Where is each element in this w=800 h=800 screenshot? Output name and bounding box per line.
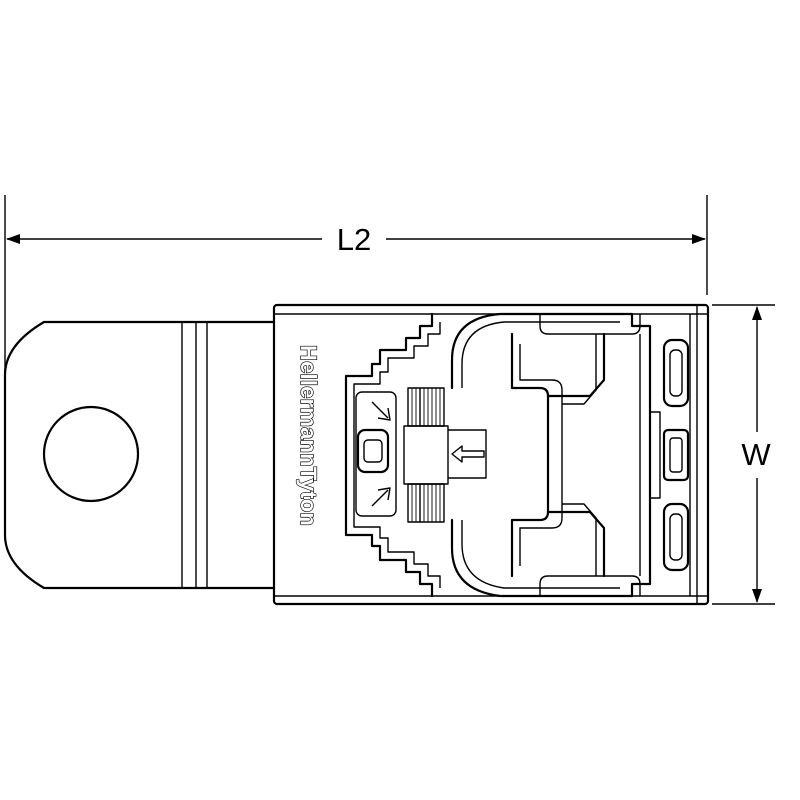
- housing-stepped-inner: [353, 322, 441, 588]
- body-outline: [272, 303, 710, 606]
- center-spine: [403, 425, 449, 485]
- dimension-label-length: L2: [337, 222, 371, 257]
- slot-middle: [662, 428, 690, 482]
- dimension-length: L2: [4, 195, 708, 395]
- slot-lower: [662, 502, 690, 572]
- clamp-pad-top-right: [546, 332, 606, 398]
- ridge-top: [539, 314, 641, 335]
- clamp-pad-left-inner: [519, 344, 563, 566]
- clamp-pad-bottom-right-inner: [562, 503, 597, 576]
- clamp-arm-lower-inner: [461, 520, 620, 589]
- clamp-pad-bottom-right: [546, 510, 606, 578]
- housing-stepped-outline: [344, 312, 434, 598]
- clamp-arm-lower: [450, 518, 634, 598]
- release-button: [356, 428, 390, 474]
- release-button-inset: [363, 439, 383, 463]
- slot-lower-inner: [669, 513, 683, 561]
- slot-upper: [662, 338, 690, 408]
- clamp-arm-upper-inner: [461, 321, 620, 388]
- end-frame-notch: [650, 411, 661, 499]
- mounting-tab: [3, 320, 276, 590]
- clip-body: HellermannTyton: [272, 303, 710, 606]
- end-frame: [630, 312, 652, 598]
- center-tongue: [448, 429, 487, 479]
- direction-arrow-icon: [451, 445, 485, 463]
- mounting-hole: [42, 405, 140, 503]
- snap-arrow-lower-icon: [371, 487, 391, 507]
- tab-outline: [3, 320, 276, 590]
- ridge-bottom: [539, 575, 641, 596]
- brand-text: HellermannTyton: [296, 345, 321, 526]
- clamp-pad-left: [510, 332, 550, 578]
- inner-frame: [355, 391, 397, 517]
- dimension-width: W: [712, 304, 775, 605]
- snap-arrow-upper-icon: [371, 401, 391, 421]
- slot-middle-inner: [669, 437, 683, 473]
- clamp-pad-top-right-inner: [562, 334, 597, 405]
- slot-upper-inner: [669, 349, 683, 397]
- clamp-arm-upper: [450, 312, 634, 390]
- dimension-label-width: W: [741, 437, 771, 472]
